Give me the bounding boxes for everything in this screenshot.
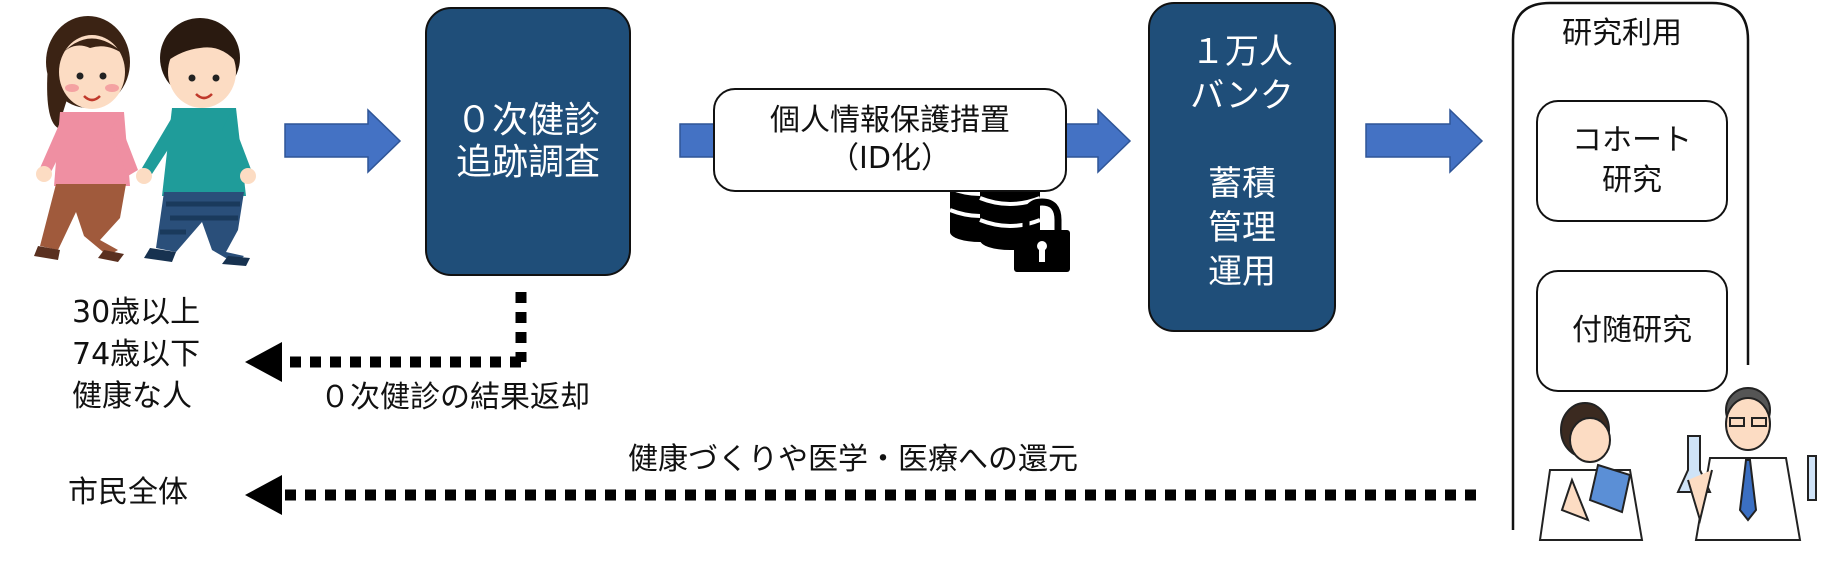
cohort-line-1: コホート: [1572, 123, 1692, 158]
bank-line-4: 蓄積: [1208, 164, 1276, 204]
ten-thousand-bank-box: １万人 バンク 蓄積 管理 運用: [1148, 2, 1336, 332]
target-line-3: 健康な人: [72, 379, 192, 414]
target-line-2: 74歳以下: [72, 337, 201, 372]
cohort-line-2: 研究: [1602, 163, 1662, 198]
privacy-protection-box: 個人情報保護措置 （ID化）: [713, 88, 1067, 192]
dotted-contribution-arrow: [245, 475, 1476, 515]
citizens-label: 市民全体: [68, 475, 188, 510]
arrow-checkup-to-privacy: [679, 123, 717, 158]
arrow-walkers-to-checkup: [284, 108, 402, 174]
privacy-line-1: 個人情報保護措置: [770, 103, 1010, 138]
bank-line-1: １万人: [1191, 32, 1293, 72]
arrow-privacy-to-bank: [1061, 108, 1132, 174]
bank-line-2: バンク: [1190, 76, 1294, 116]
checkup-line-1: ０次健診: [455, 99, 600, 141]
contribution-label: 健康づくりや医学・医療への還元: [628, 442, 1078, 477]
researchers-icon: [1538, 387, 1817, 541]
research-use-title: 研究利用: [1562, 16, 1682, 51]
cohort-research-box: コホート 研究: [1536, 100, 1728, 222]
bank-line-5: 管理: [1208, 208, 1276, 248]
bank-line-6: 運用: [1208, 252, 1276, 292]
checkup-tracking-box: ０次健診 追跡調査: [425, 7, 631, 276]
privacy-line-2: （ID化）: [829, 141, 951, 176]
dotted-return-arrow: [245, 292, 527, 382]
arrow-bank-to-research: [1365, 108, 1484, 174]
walking-couple-icon: [34, 16, 256, 266]
checkup-line-2: 追跡調査: [455, 141, 600, 183]
ancillary-research-box: 付随研究: [1536, 270, 1728, 392]
research-panel-outline: [1511, 1, 1750, 530]
target-persons-label: 30歳以上 74歳以下 健康な人: [72, 292, 200, 418]
target-line-1: 30歳以上: [72, 295, 201, 330]
ancillary-line-1: 付随研究: [1572, 313, 1692, 348]
result-return-label: ０次健診の結果返却: [320, 380, 590, 415]
